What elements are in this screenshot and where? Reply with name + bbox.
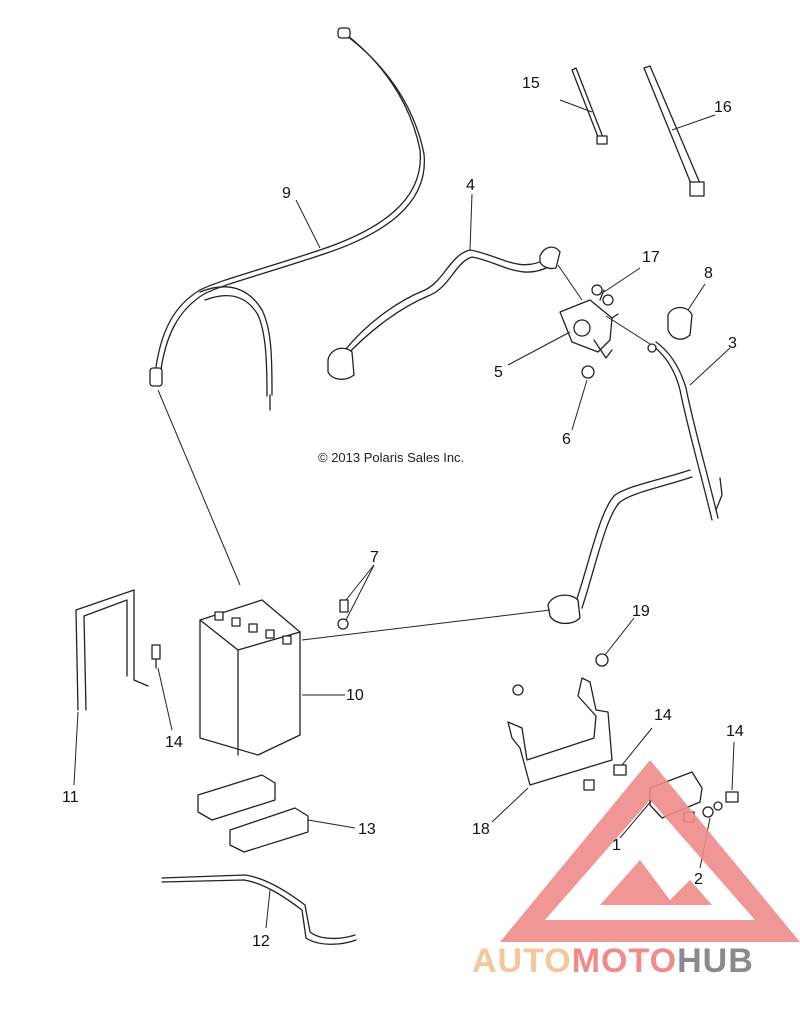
watermark-moto: MOTO (572, 942, 677, 980)
callout-11: 11 (62, 789, 79, 806)
callout-6: 6 (562, 431, 571, 448)
callout-12: 12 (252, 933, 270, 950)
callout-18: 18 (472, 821, 490, 838)
rod-12 (161, 874, 357, 945)
callout-9: 9 (282, 185, 291, 202)
bolt-15 (571, 67, 608, 145)
cable-3 (547, 341, 723, 625)
callout-14-left: 14 (165, 734, 183, 751)
bracket-11 (75, 589, 149, 711)
bolt-14-left (151, 644, 161, 669)
nuts-17 (591, 284, 614, 306)
callout-14-right: 14 (726, 723, 744, 740)
nut-2b (713, 801, 723, 811)
logo-inner-mark (600, 860, 712, 905)
callout-13: 13 (358, 821, 376, 838)
bolt-14-right (725, 791, 739, 803)
cable-4 (327, 246, 561, 380)
callout-19: 19 (632, 603, 650, 620)
relay-5 (559, 289, 619, 359)
bolt-extra (583, 779, 595, 791)
callout-14-center: 14 (654, 707, 672, 724)
nut-6 (581, 365, 595, 379)
callout-1: 1 (612, 837, 621, 854)
watermark-logo (500, 760, 800, 942)
callout-17: 17 (642, 249, 660, 266)
watermark-hub: HUB (677, 942, 754, 980)
copyright-text: © 2013 Polaris Sales Inc. (318, 450, 464, 465)
tie-16 (643, 65, 705, 197)
callout-7: 7 (370, 549, 379, 566)
callout-8: 8 (704, 265, 713, 282)
pads-13 (197, 774, 309, 853)
battery-10 (199, 599, 301, 756)
callout-15: 15 (522, 75, 540, 92)
callout-16: 16 (714, 99, 732, 116)
nut-19 (595, 653, 609, 667)
bolt-7 (337, 599, 349, 630)
bolt-14-center (613, 764, 627, 776)
cable-9 (149, 27, 425, 411)
callout-4: 4 (466, 177, 475, 194)
bracket-18 (507, 677, 613, 786)
watermark-brand: AUTOMOTOHUB (472, 942, 754, 980)
leader-lines (73, 99, 735, 929)
callout-5: 5 (494, 364, 503, 381)
callout-3: 3 (728, 335, 737, 352)
callout-numbers: 1 2 3 4 5 6 7 8 9 10 11 12 13 14 14 14 1… (62, 75, 744, 950)
watermark-auto: AUTO (472, 942, 572, 980)
nut-2 (702, 806, 714, 818)
boot-8 (667, 306, 693, 340)
logo-triangle-outer (500, 760, 800, 942)
callout-2: 2 (694, 871, 703, 888)
callout-10: 10 (346, 687, 364, 704)
